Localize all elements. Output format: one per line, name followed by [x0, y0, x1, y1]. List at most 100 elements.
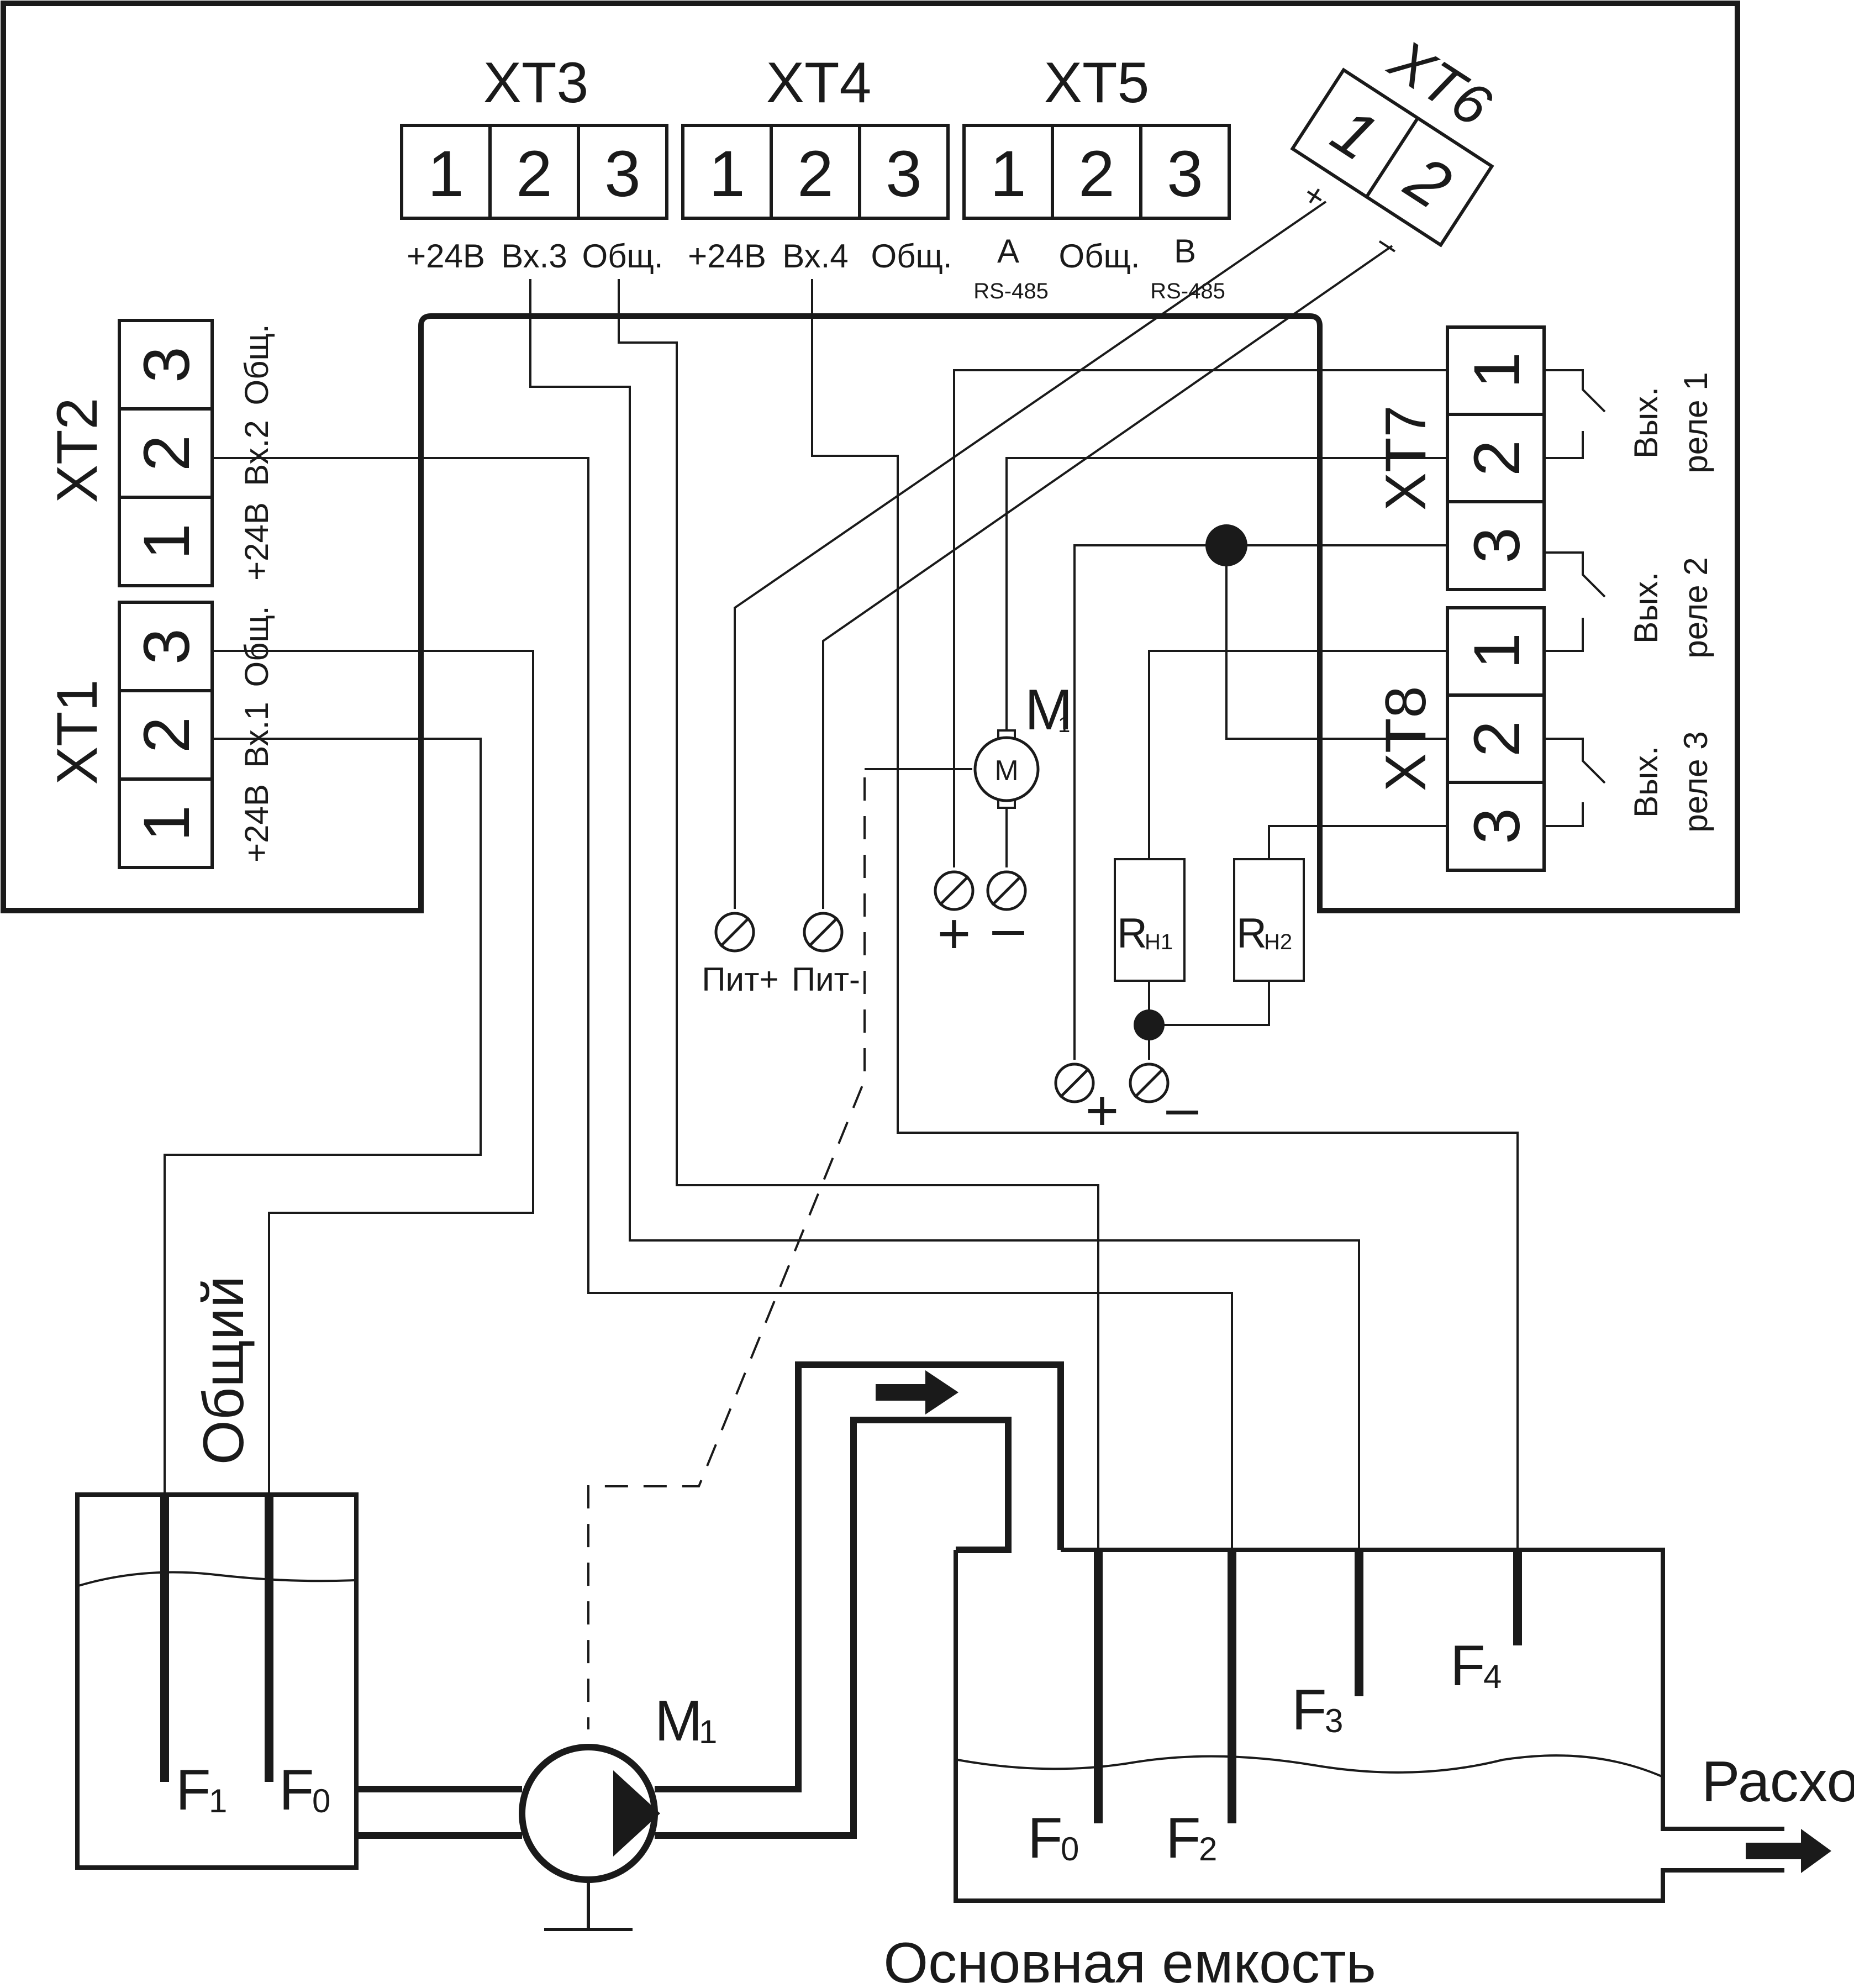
- svg-text:R: R: [1236, 910, 1267, 957]
- svg-text:F: F: [1028, 1806, 1063, 1870]
- svg-text:Пит-: Пит-: [792, 961, 860, 998]
- svg-text:Вх.2: Вх.2: [238, 420, 275, 486]
- junction-dot: [1134, 1009, 1165, 1040]
- wiring: [164, 201, 1519, 1550]
- svg-text:2: 2: [130, 435, 203, 471]
- svg-text:1: 1: [699, 1713, 717, 1750]
- svg-text:Вых.: Вых.: [1627, 746, 1665, 818]
- svg-text:Общий: Общий: [192, 1276, 256, 1465]
- svg-text:M: M: [655, 1689, 703, 1753]
- svg-text:+: +: [1086, 1079, 1119, 1143]
- terminal-block-xt2: 1 2 3 XT2 +24В Вх.2 Общ.: [45, 319, 275, 587]
- terminal-block-xt4: XT4 1 2 3 +24В Вх.4 Общ.: [681, 51, 952, 275]
- svg-text:2: 2: [1078, 138, 1115, 211]
- svg-text:Пит+: Пит+: [702, 961, 778, 998]
- svg-text:+: +: [937, 902, 971, 966]
- svg-text:0: 0: [312, 1782, 330, 1819]
- svg-text:Вх.1: Вх.1: [238, 702, 275, 767]
- svg-text:3: 3: [1461, 808, 1534, 844]
- svg-text:RS-485: RS-485: [1150, 279, 1225, 303]
- svg-text:F: F: [1450, 1634, 1486, 1698]
- flow-arrow: [876, 1370, 958, 1414]
- svg-text:B: B: [1174, 233, 1196, 270]
- svg-text:3: 3: [886, 138, 922, 211]
- terminal-block-xt1: 1 2 3 XT1 +24В Вх.1 Общ.: [45, 601, 275, 869]
- svg-text:Н2: Н2: [1264, 930, 1292, 954]
- svg-text:+24В: +24В: [688, 238, 766, 275]
- svg-text:R: R: [1117, 910, 1147, 957]
- svg-text:3: 3: [1325, 1702, 1343, 1739]
- svg-text:Вых.: Вых.: [1627, 572, 1665, 644]
- svg-text:2: 2: [1461, 440, 1534, 476]
- svg-text:Общ.: Общ.: [238, 324, 275, 405]
- svg-text:Основная емкость: Основная емкость: [883, 1931, 1376, 1988]
- svg-text:–: –: [1166, 1076, 1198, 1140]
- pump: M 1: [519, 1689, 717, 1931]
- svg-text:Общ.: Общ.: [871, 238, 952, 275]
- svg-text:4: 4: [1483, 1658, 1502, 1695]
- heater-terminals: + –: [1056, 1064, 1198, 1143]
- svg-text:XT3: XT3: [483, 51, 589, 115]
- svg-text:F: F: [176, 1758, 211, 1822]
- svg-text:3: 3: [604, 138, 641, 211]
- junction-dot: [1205, 524, 1247, 566]
- svg-text:RS-485: RS-485: [973, 279, 1049, 303]
- svg-text:1: 1: [990, 138, 1026, 211]
- svg-text:XT4: XT4: [766, 51, 872, 115]
- svg-text:Вх.4: Вх.4: [782, 238, 848, 275]
- svg-text:1: 1: [209, 1782, 227, 1819]
- svg-text:2: 2: [130, 717, 203, 753]
- svg-text:+24В: +24В: [238, 502, 275, 581]
- svg-text:Общ.: Общ.: [238, 606, 275, 687]
- svg-text:+24В: +24В: [407, 238, 485, 275]
- svg-text:0: 0: [1061, 1831, 1079, 1868]
- svg-text:2: 2: [516, 138, 552, 211]
- svg-text:1: 1: [130, 805, 203, 842]
- svg-text:3: 3: [130, 628, 203, 665]
- svg-text:1: 1: [709, 138, 745, 211]
- left-tank: Общий F 1 F 0: [75, 1276, 359, 1870]
- svg-text:реле 3: реле 3: [1677, 731, 1714, 832]
- outflow-arrow: [1746, 1829, 1831, 1873]
- controller-housing: [1, 1, 1740, 913]
- svg-text:A: A: [997, 233, 1019, 270]
- terminal-block-xt3: XT3 1 2 3 +24В Вх.3 Общ.: [400, 51, 668, 275]
- svg-text:XT2: XT2: [45, 398, 109, 503]
- svg-text:M: M: [1025, 678, 1073, 742]
- svg-text:Вх.3: Вх.3: [501, 238, 567, 275]
- svg-text:F: F: [1292, 1678, 1327, 1742]
- svg-text:2: 2: [797, 138, 834, 211]
- svg-text:3: 3: [130, 346, 203, 383]
- motor-pump-link: [587, 768, 972, 1729]
- resistor-rh2: R Н2: [1233, 858, 1305, 982]
- svg-text:F: F: [1166, 1806, 1201, 1870]
- relay-contacts: [1544, 369, 1606, 827]
- relay-output-1-label: Вых. реле 1: [1627, 372, 1714, 473]
- motor-terminals: + –: [935, 872, 1025, 966]
- relay-output-2-label: Вых. реле 2: [1627, 557, 1714, 658]
- relay-output-3-label: Вых. реле 3: [1627, 731, 1714, 832]
- svg-text:Вых.: Вых.: [1627, 387, 1665, 459]
- svg-text:XT1: XT1: [45, 680, 109, 785]
- svg-text:F: F: [279, 1758, 314, 1822]
- svg-text:2: 2: [1199, 1831, 1217, 1868]
- svg-text:2: 2: [1461, 720, 1534, 757]
- svg-text:3: 3: [1461, 527, 1534, 564]
- svg-text:+24В: +24В: [238, 784, 275, 862]
- svg-text:1: 1: [428, 138, 464, 211]
- terminal-block-xt6: 1 2 XT6 + –: [1290, 27, 1502, 265]
- pipes: [356, 1361, 1064, 1839]
- svg-text:реле 2: реле 2: [1677, 557, 1714, 658]
- svg-text:1: 1: [1058, 713, 1070, 737]
- svg-text:–: –: [1371, 223, 1407, 265]
- svg-text:1: 1: [1461, 352, 1534, 388]
- svg-text:1: 1: [130, 523, 203, 560]
- svg-text:Общ.: Общ.: [582, 238, 663, 275]
- svg-text:1: 1: [1461, 633, 1534, 669]
- svg-text:3: 3: [1167, 138, 1203, 211]
- svg-text:реле 1: реле 1: [1677, 372, 1714, 473]
- svg-text:Н1: Н1: [1145, 930, 1173, 954]
- resistor-rh1: R Н1: [1114, 858, 1186, 982]
- main-tank: F 0 F 2 F 3 F 4 Основная емкость Расход: [883, 1548, 1854, 1988]
